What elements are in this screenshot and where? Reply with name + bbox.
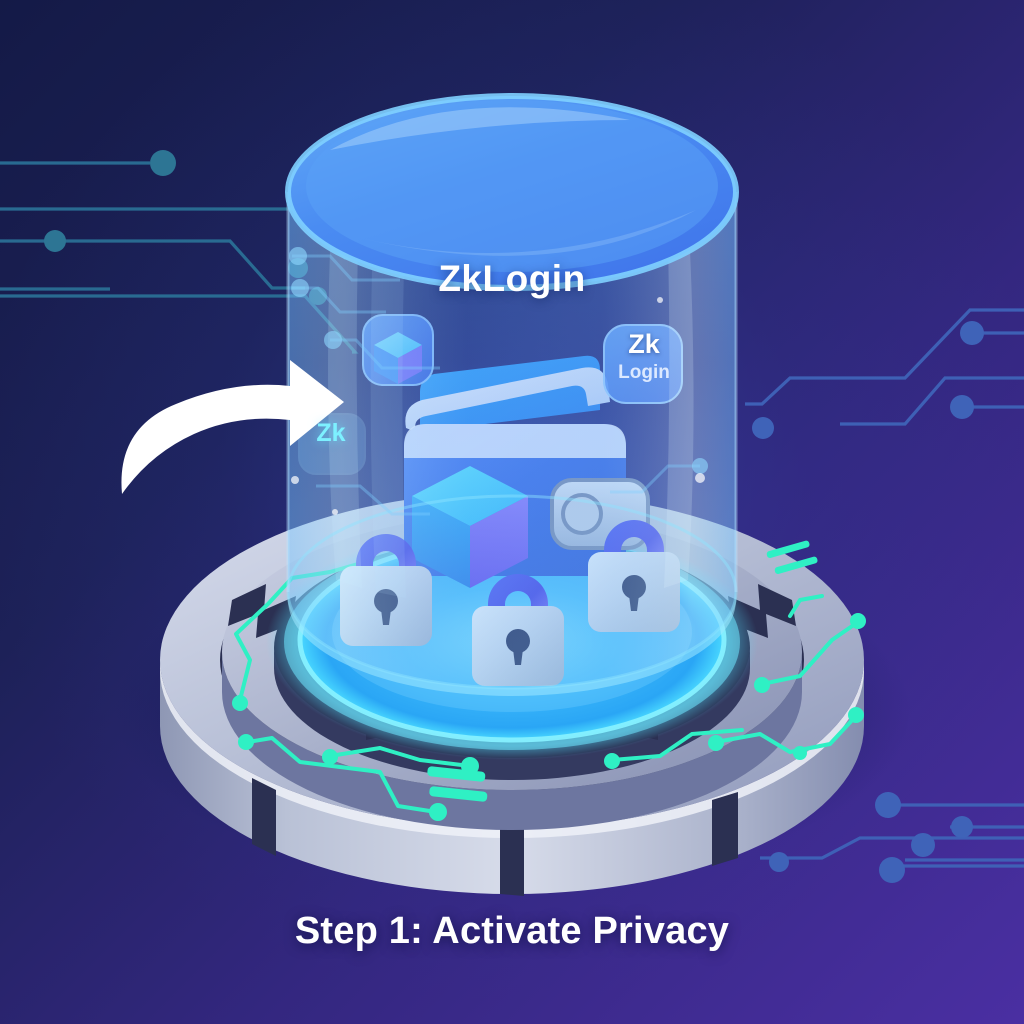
caption-step-label: Step 1: Activate Privacy bbox=[294, 910, 730, 952]
page-title: ZkLogin bbox=[438, 258, 586, 299]
platform-circuit-traces bbox=[234, 558, 860, 814]
circuit-nodes-right bbox=[752, 321, 984, 883]
curved-arrow-right-icon bbox=[121, 360, 344, 494]
circuit-traces-right bbox=[745, 308, 1024, 868]
cylinder-sparkles bbox=[291, 297, 705, 515]
platform-indicator-bars bbox=[427, 540, 818, 802]
glass-cylinder bbox=[285, 93, 739, 696]
cylinder-inner-nodes bbox=[289, 247, 708, 474]
